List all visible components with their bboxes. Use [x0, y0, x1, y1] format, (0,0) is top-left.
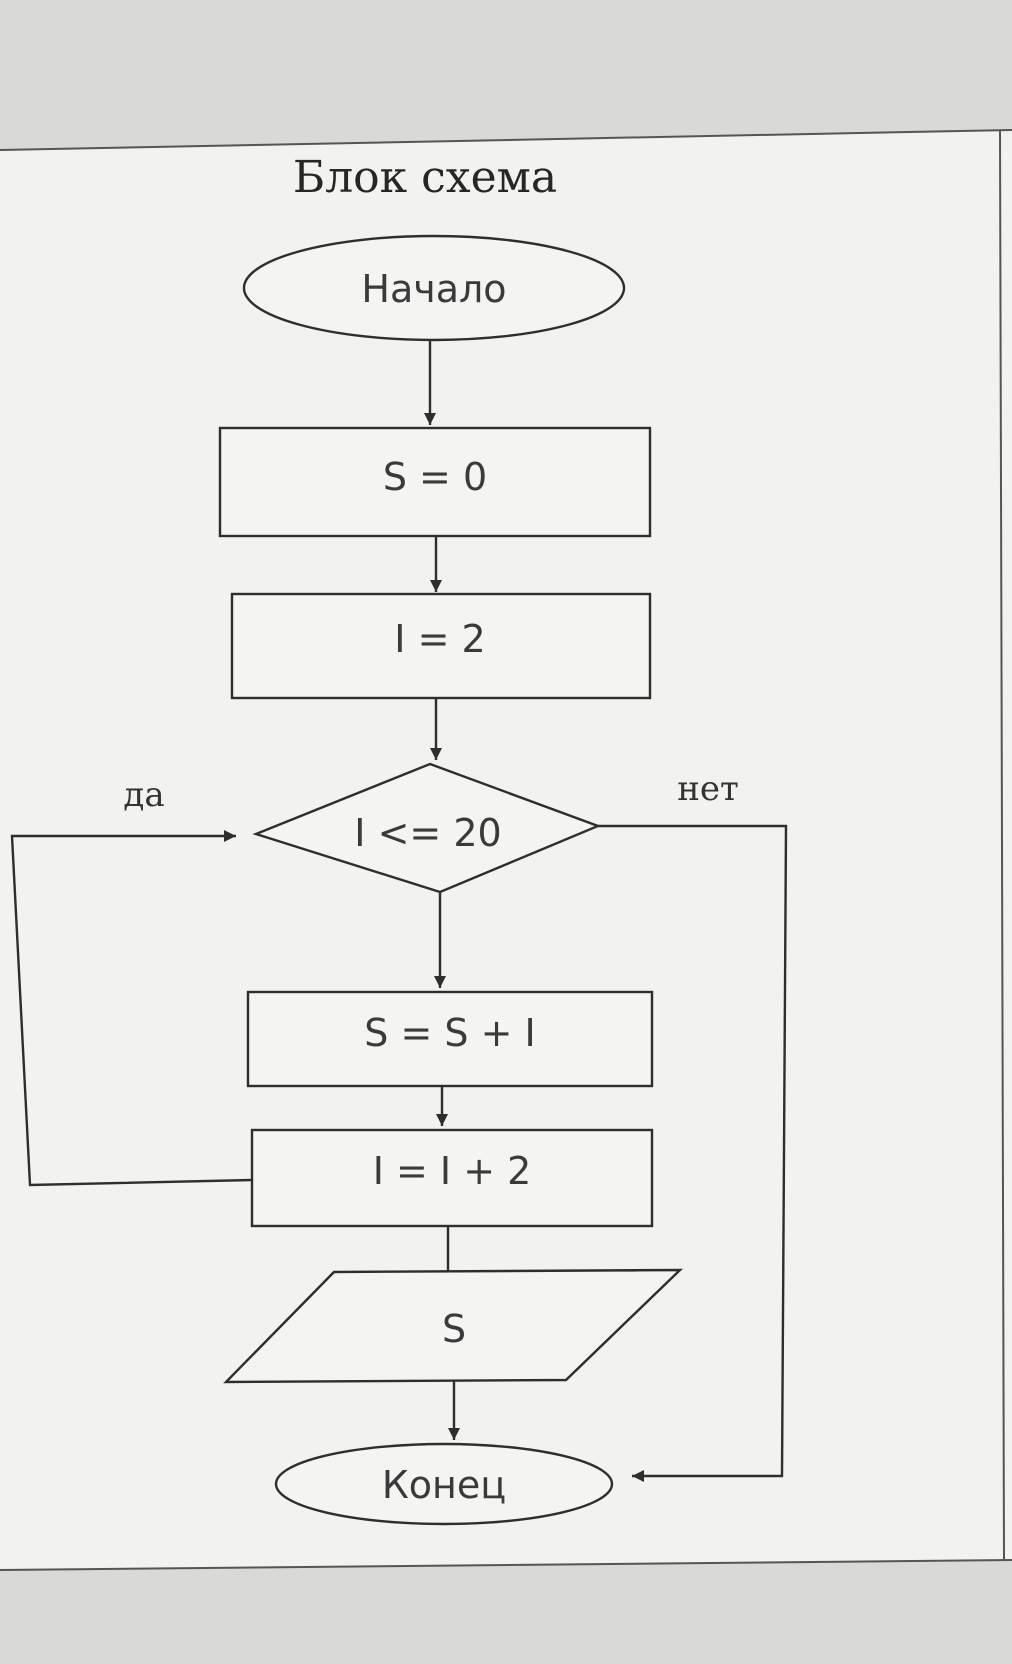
process-init-i — [230, 592, 652, 700]
diagram-title: Блок схема — [293, 152, 557, 203]
start-terminal — [242, 234, 626, 342]
arrow-loop-yes — [10, 830, 253, 1187]
arrow-branch-no — [598, 824, 788, 1482]
sheet-top-border — [0, 129, 1012, 151]
decision-condition — [252, 762, 602, 894]
output-block — [223, 1268, 683, 1384]
branch-no-label: нет — [677, 769, 739, 809]
process-init-s — [218, 426, 652, 538]
process-increment-label: I = I + 2 — [373, 1149, 532, 1193]
end-terminal — [274, 1442, 614, 1526]
decision-condition-label: I <= 20 — [354, 811, 501, 855]
process-init-s-label: S = 0 — [383, 455, 487, 499]
process-init-i-label: I = 2 — [394, 617, 485, 661]
start-label: Начало — [361, 267, 506, 311]
end-label: Конец — [382, 1463, 506, 1507]
process-increment — [250, 1128, 654, 1228]
process-accumulate-label: S = S + I — [364, 1011, 535, 1055]
sheet-right-border — [999, 129, 1005, 1561]
process-accumulate — [246, 990, 654, 1088]
branch-yes-label: да — [123, 775, 164, 815]
output-label: S — [442, 1307, 466, 1351]
sheet-bottom-border — [0, 1559, 1012, 1571]
